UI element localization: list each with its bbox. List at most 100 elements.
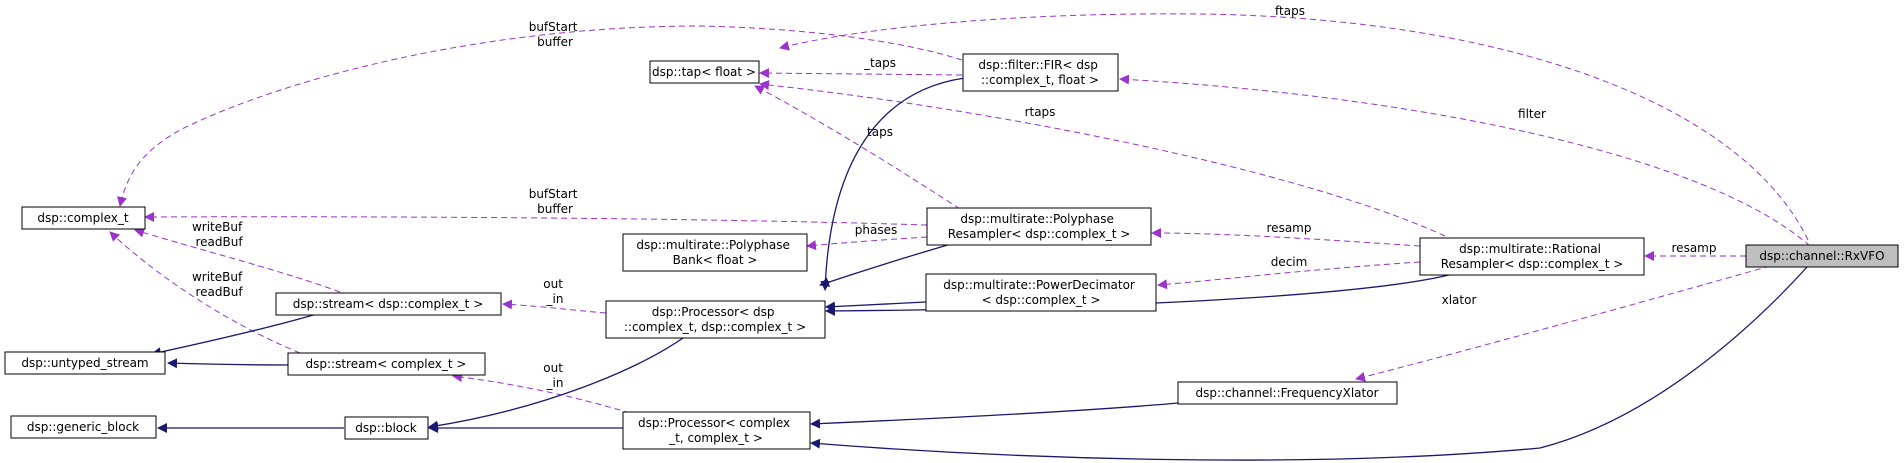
class-node-label: < dsp::complex_t >: [982, 293, 1101, 307]
edge-filter: [1119, 74, 1811, 247]
class-node-label: ::complex_t, float >: [981, 73, 1099, 87]
edge-label-line: taps: [867, 125, 893, 139]
class-node-polyphase-resampler[interactable]: dsp::multirate::Polyphase Resampler< dsp…: [926, 207, 1152, 246]
svg-text:dsp::Processor< complex: dsp::Processor< complex _t, complex_t >: [638, 416, 794, 445]
edge-taps-poly: [754, 85, 961, 210]
svg-text:dsp::Processor< dsp ::: dsp::Processor< dsp ::complex_t, dsp::co…: [624, 305, 806, 334]
class-node-label: dsp::stream< complex_t >: [306, 357, 467, 371]
edge-label-filter: filter: [1518, 107, 1546, 121]
svg-text:dsp::multirate::Polyphase: dsp::multirate::Polyphase Resampler< dsp…: [948, 212, 1131, 241]
svg-text:dsp::block: dsp::block: [355, 421, 416, 435]
edge-label-line: out: [543, 361, 563, 375]
edge-label-out-in-1: out _in: [543, 277, 566, 306]
edge-label-line: writeBuf: [192, 220, 243, 234]
edge-label-phases: phases: [855, 223, 897, 237]
edge-label-line: bufStart: [529, 187, 578, 201]
svg-text:dsp::filter::FIR< dsp: dsp::filter::FIR< dsp ::complex_t, float…: [978, 58, 1101, 87]
class-node-processor-dsp[interactable]: dsp::Processor< dsp ::complex_t, dsp::co…: [605, 300, 826, 339]
edge-label-ftaps: ftaps: [1275, 4, 1305, 18]
svg-text:dsp::stream< dsp::complex_t >: dsp::stream< dsp::complex_t >: [293, 297, 484, 311]
svg-text:dsp::generic_block: dsp::generic_block: [27, 420, 139, 434]
edge-label-line: _in: [546, 292, 564, 306]
class-node-generic-block[interactable]: dsp::generic_block: [10, 415, 157, 439]
class-node-label: dsp::tap< float >: [652, 65, 756, 79]
edge-label-line: readBuf: [195, 235, 243, 249]
edge-streamc-untyped: [167, 358, 290, 369]
edge-label-line: _in: [546, 376, 564, 390]
edge-taps-fir: [759, 68, 963, 79]
class-node-processor-complex[interactable]: dsp::Processor< complex _t, complex_t >: [622, 411, 811, 450]
class-node-stream-dsp-complex[interactable]: dsp::stream< dsp::complex_t >: [275, 292, 502, 316]
svg-text:dsp::multirate::PowerDecimator: dsp::multirate::PowerDecimator < dsp::co…: [943, 278, 1138, 307]
class-node-polyphase-bank[interactable]: dsp::multirate::Polyphase Bank< float >: [622, 233, 808, 272]
class-node-rxvfo[interactable]: dsp::channel::RxVFO: [1745, 244, 1899, 268]
svg-text:dsp::channel::RxVFO: dsp::channel::RxVFO: [1759, 249, 1884, 263]
svg-text:dsp::untyped_stream: dsp::untyped_stream: [21, 356, 148, 370]
class-node-tap-float[interactable]: dsp::tap< float >: [649, 60, 760, 84]
class-node-label: _t, complex_t >: [668, 431, 763, 445]
edge-label-bufstart-top: bufStart buffer: [529, 20, 582, 49]
edge-label-decim: decim: [1271, 255, 1308, 269]
class-node-power-decimator[interactable]: dsp::multirate::PowerDecimator < dsp::co…: [925, 273, 1157, 312]
edges: [109, 13, 1811, 461]
edge-label-resamp-poly: resamp: [1267, 221, 1312, 235]
edge-resamp-poly: [1151, 228, 1421, 247]
class-node-label: dsp::channel::RxVFO: [1759, 249, 1884, 263]
edge-label-out-in-2: out _in: [543, 361, 566, 390]
edge-ftaps: [779, 13, 1809, 241]
class-node-label: dsp::stream< dsp::complex_t >: [293, 297, 484, 311]
nodes: dsp::complex_t dsp::untyped_stream dsp::…: [4, 53, 1899, 450]
class-node-label: ::complex_t, dsp::complex_t >: [624, 320, 806, 334]
edge-label-line: rtaps: [1025, 105, 1056, 119]
class-node-label: Resampler< dsp::complex_t >: [948, 227, 1131, 241]
edge-label-line: ftaps: [1275, 4, 1305, 18]
edge-processor-block: [428, 332, 691, 431]
class-node-fir[interactable]: dsp::filter::FIR< dsp ::complex_t, float…: [962, 53, 1119, 92]
class-node-label: dsp::multirate::Rational: [1459, 242, 1601, 256]
edge-label-line: xlator: [1442, 293, 1477, 307]
edge-label-line: buffer: [537, 202, 573, 216]
edge-label-line: filter: [1518, 107, 1546, 121]
edge-label-resamp-rx: resamp: [1672, 241, 1717, 255]
edge-label-xlator: xlator: [1442, 293, 1477, 307]
edge-bufstart-mid: [144, 211, 928, 226]
class-node-label: dsp::multirate::Polyphase: [636, 238, 790, 252]
class-node-label: Bank< float >: [673, 253, 758, 267]
class-node-label: dsp::complex_t: [37, 211, 128, 225]
edge-decim: [1157, 261, 1421, 290]
edge-writebuf-2: [109, 231, 301, 354]
edge-label-line: resamp: [1267, 221, 1312, 235]
class-node-block[interactable]: dsp::block: [344, 416, 429, 440]
svg-text:dsp::tap< float >: dsp::tap< float >: [652, 65, 756, 79]
edge-phases: [806, 236, 928, 251]
edge-label-line: readBuf: [195, 285, 243, 299]
svg-text:dsp::stream< complex_t >: dsp::stream< complex_t >: [306, 357, 467, 371]
class-node-label: dsp::multirate::PowerDecimator: [943, 278, 1135, 292]
edge-label-line: buffer: [537, 35, 573, 49]
edge-label-writebuf-1: writeBuf readBuf: [192, 220, 246, 249]
edge-label-taps-fir: _taps: [863, 56, 896, 70]
edge-label-bufstart-mid: bufStart buffer: [529, 187, 582, 216]
edge-label-writebuf-2: writeBuf readBuf: [192, 270, 246, 299]
class-node-complex-t[interactable]: dsp::complex_t: [21, 206, 146, 230]
edge-xlator: [1355, 265, 1771, 382]
class-node-label: dsp::generic_block: [27, 420, 139, 434]
edge-label-line: _taps: [863, 56, 896, 70]
class-node-label: dsp::filter::FIR< dsp: [978, 58, 1098, 72]
class-node-rational-resampler[interactable]: dsp::multirate::Rational Resampler< dsp:…: [1419, 237, 1645, 276]
svg-text:dsp::complex_t: dsp::complex_t: [37, 211, 128, 225]
class-node-label: dsp::Processor< complex: [638, 416, 790, 430]
edge-label-line: writeBuf: [192, 270, 243, 284]
edge-label-taps-poly: taps: [867, 125, 893, 139]
class-node-label: Resampler< dsp::complex_t >: [1441, 257, 1624, 271]
class-node-untyped-stream[interactable]: dsp::untyped_stream: [4, 351, 166, 375]
class-node-label: dsp::block: [355, 421, 416, 435]
edge-out-in-2: [452, 372, 631, 414]
svg-text:dsp::multirate::Rational: dsp::multirate::Rational Resampler< dsp:…: [1441, 242, 1624, 271]
edge-label-line: resamp: [1672, 241, 1717, 255]
edge-label-line: out: [543, 277, 563, 291]
class-node-frequency-xlator[interactable]: dsp::channel::FrequencyXlator: [1177, 381, 1398, 405]
class-node-stream-complex[interactable]: dsp::stream< complex_t >: [287, 352, 486, 376]
class-node-label: dsp::untyped_stream: [21, 356, 148, 370]
